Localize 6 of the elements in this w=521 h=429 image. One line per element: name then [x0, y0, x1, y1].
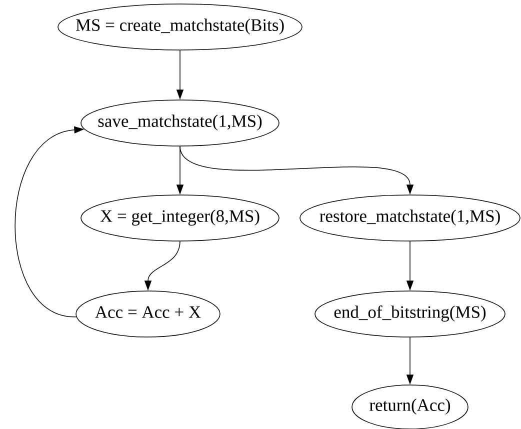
ellipse-node: save_matchstate(1,MS) [80, 100, 280, 146]
ellipse-node: Acc = Acc + X [76, 290, 220, 338]
ellipse-node: end_of_bitstring(MS) [314, 290, 506, 338]
ellipse-node: MS = create_matchstate(Bits) [58, 4, 302, 50]
ellipse-node: X = get_integer(8,MS) [80, 194, 280, 242]
ellipse-node: restore_matchstate(1,MS) [300, 194, 520, 242]
